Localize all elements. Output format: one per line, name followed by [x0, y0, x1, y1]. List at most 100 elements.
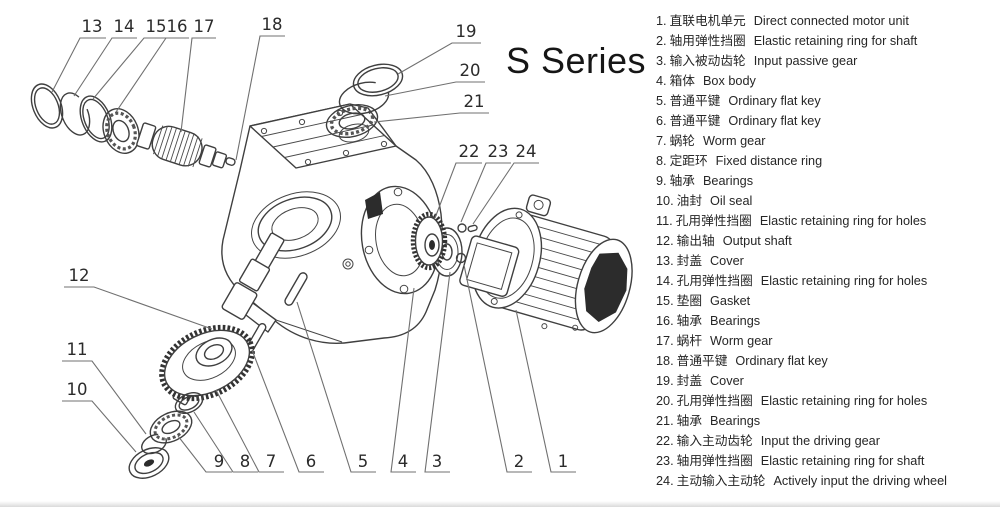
part-name-zh: 输出轴 — [676, 234, 715, 248]
part-number: 19. — [656, 374, 674, 388]
part-name-zh: 直联电机单元 — [669, 14, 746, 28]
leader-19 — [397, 42, 481, 75]
part-name-zh: 轴用弹性挡圈 — [676, 454, 753, 468]
bearing-21 — [325, 103, 379, 139]
leader-9 — [177, 435, 232, 473]
callout-22: 22 — [459, 142, 480, 161]
exploded-view-diagram: 13 14 15 16 17 18 19 20 21 22 23 24 12 1… — [30, 15, 633, 479]
leader-3 — [424, 271, 451, 473]
gasket-15 — [79, 95, 113, 143]
leader-7 — [215, 389, 284, 473]
part-name-en: Direct connected motor unit — [753, 14, 909, 28]
motor-lift-bracket — [525, 194, 552, 217]
part-name-en: Gasket — [710, 294, 751, 308]
part-name-en: Ordinary flat key — [728, 94, 821, 108]
leader-15 — [92, 37, 168, 100]
part-number: 5. — [656, 94, 667, 108]
part-name-zh: 轴承 — [669, 174, 695, 188]
retaining-ring-14 — [59, 92, 91, 136]
part-number: 24. — [656, 474, 674, 488]
part-name-en: Elastic retaining ring for shaft — [760, 454, 925, 468]
leader-22 — [434, 162, 482, 219]
callout-2: 2 — [514, 452, 525, 471]
part-name-zh: 普通平键 — [669, 94, 721, 108]
flat-key-18 — [225, 157, 236, 166]
callout-7: 7 — [266, 452, 277, 471]
part-name-en: Cover — [710, 254, 744, 268]
motor-unit-1 — [459, 194, 633, 334]
part-name-zh: 轴承 — [676, 314, 703, 328]
callout-1: 1 — [558, 452, 569, 471]
callout-17: 17 — [194, 17, 215, 36]
part-number: 14. — [656, 274, 674, 288]
leader-24 — [472, 162, 539, 225]
callout-14: 14 — [114, 17, 135, 36]
cover-ring-13 — [30, 83, 64, 129]
part-number: 2. — [656, 34, 667, 48]
part-number: 15. — [656, 294, 674, 308]
part-number: 22. — [656, 434, 674, 448]
leader-5 — [296, 301, 376, 473]
leader-16 — [115, 37, 189, 113]
part-name-en: Input passive gear — [753, 54, 858, 68]
part-name-en: Actively input the driving wheel — [773, 474, 947, 488]
series-title: S Series — [506, 40, 647, 81]
part-number: 8. — [656, 154, 667, 168]
oil-seal-10 — [128, 447, 170, 479]
callout-24: 24 — [516, 142, 537, 161]
callout-20: 20 — [460, 61, 481, 80]
part-name-en: Bearings — [710, 314, 761, 328]
callout-13: 13 — [82, 17, 103, 36]
flat-key-5 — [284, 272, 308, 306]
motor-fan-grille — [584, 252, 628, 322]
leader-21 — [373, 112, 489, 123]
part-name-zh: 蜗杆 — [676, 334, 703, 348]
part-number: 23. — [656, 454, 674, 468]
callout-6: 6 — [306, 452, 317, 471]
part-name-en: Elastic retaining ring for holes — [760, 394, 928, 408]
part-name-en: Box body — [702, 74, 756, 88]
callout-10: 10 — [67, 380, 88, 399]
retaining-ring-11 — [141, 433, 167, 455]
input-driving-gear-22 — [410, 211, 448, 271]
part-name-zh: 箱体 — [669, 74, 695, 88]
part-name-zh: 孔用弹性挡圈 — [675, 214, 752, 228]
callout-4: 4 — [398, 452, 409, 471]
part-name-en: Oil seal — [710, 194, 753, 208]
box-body — [221, 103, 444, 344]
driving-wheel-24 — [467, 224, 478, 233]
callout-9: 9 — [214, 452, 225, 471]
part-number: 10. — [656, 194, 674, 208]
part-name-zh: 输入被动齿轮 — [669, 54, 746, 68]
leader-18 — [235, 35, 285, 161]
callout-19: 19 — [456, 22, 477, 41]
part-name-en: Cover — [710, 374, 744, 388]
leader-11 — [62, 360, 147, 435]
distance-ring-8 — [174, 392, 204, 414]
part-name-en: Bearings — [710, 414, 761, 428]
part-name-zh: 普通平键 — [669, 114, 721, 128]
part-name-en: Worm gear — [710, 334, 773, 348]
part-name-zh: 孔用弹性挡圈 — [676, 274, 753, 288]
leader-1 — [515, 309, 576, 473]
part-name-zh: 轴承 — [676, 414, 703, 428]
part-number: 1. — [656, 14, 667, 28]
part-name-zh: 主动输入主动轮 — [676, 474, 766, 488]
legend-item: 23.轴用弹性挡圈 Elastic retaining ring for shaf… — [656, 451, 947, 471]
